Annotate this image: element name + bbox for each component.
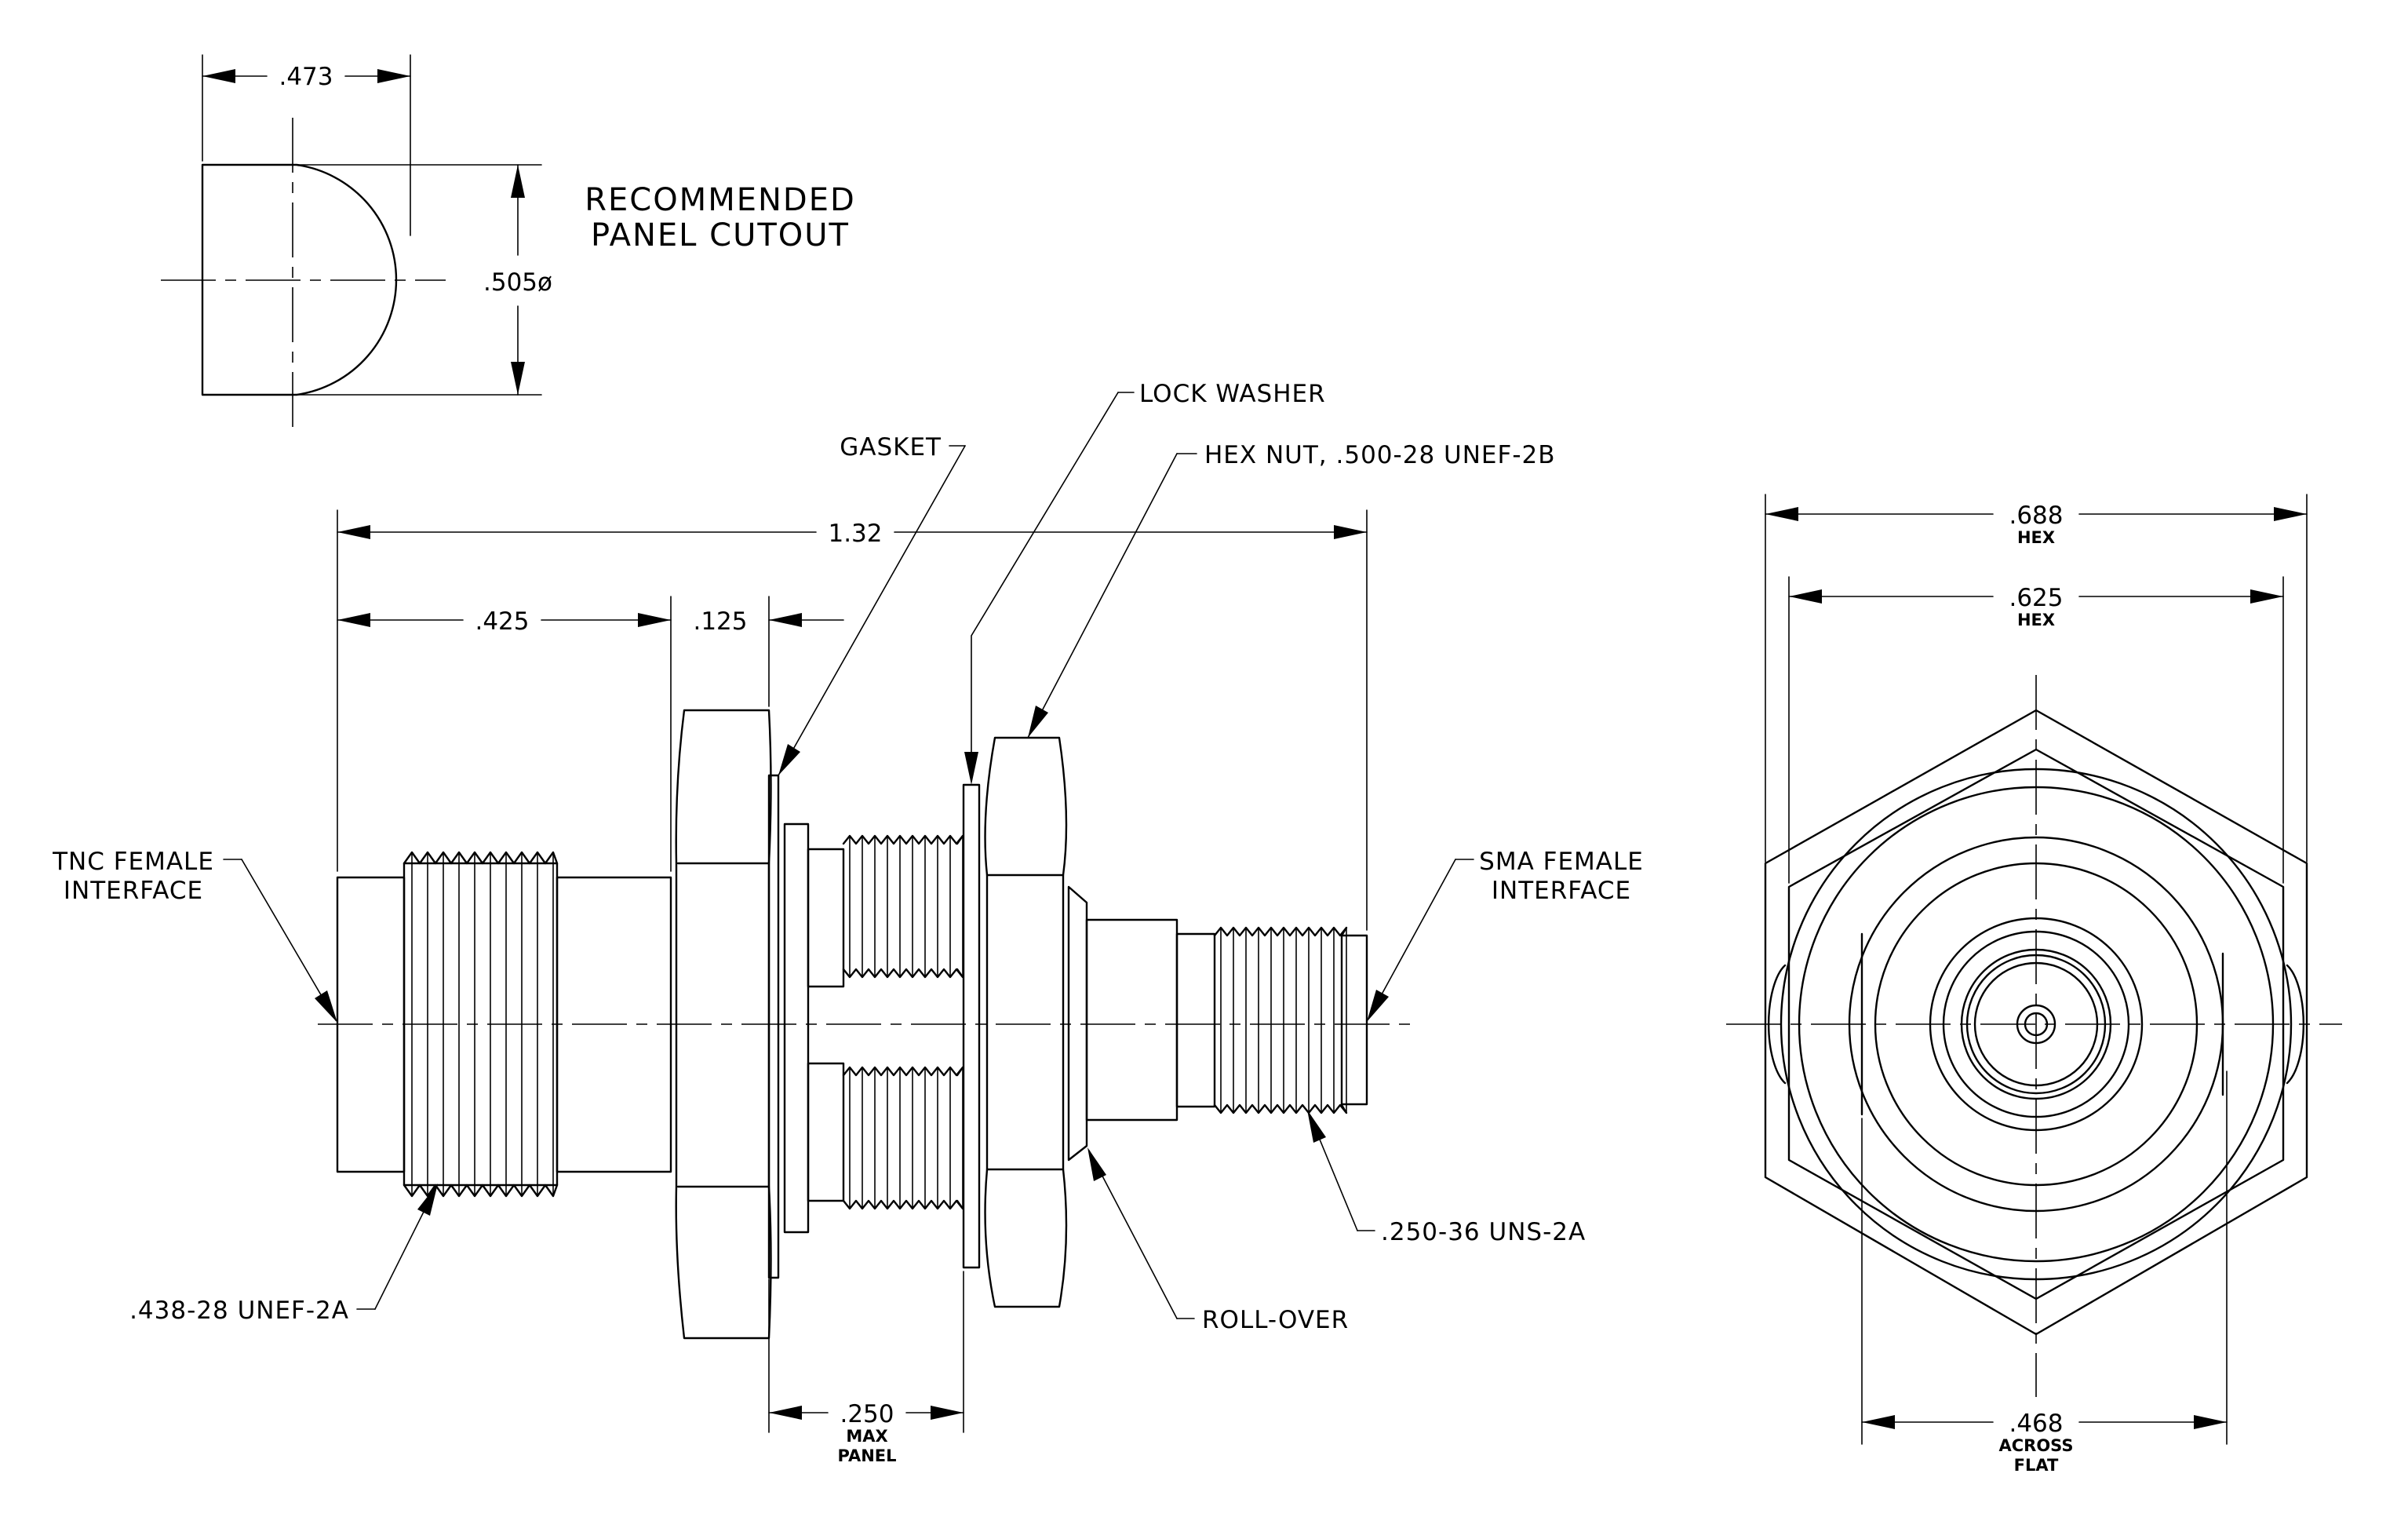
sma-interface-line2: INTERFACE — [1492, 877, 1631, 905]
arrowhead — [1307, 1110, 1326, 1143]
arrowhead — [417, 1184, 438, 1216]
roll-over — [1067, 885, 1088, 1162]
arrowhead — [315, 990, 337, 1023]
arrowhead — [638, 613, 671, 627]
thread-crest — [403, 1184, 559, 1198]
outer-hex — [1764, 709, 2308, 1336]
tnc-threads — [403, 851, 559, 1198]
cutout-title-line1: RECOMMENDED — [585, 182, 856, 218]
thread-crest — [842, 1199, 964, 1210]
arrowhead — [769, 1406, 802, 1420]
arrowhead — [1028, 706, 1048, 738]
max-panel-sub1: MAX — [846, 1427, 887, 1446]
cutout-outline — [201, 163, 398, 396]
lock-washer — [962, 783, 981, 1269]
dielectric-outer-circle — [1960, 948, 2112, 1100]
arrowhead — [931, 1406, 964, 1420]
arrowhead — [337, 613, 370, 627]
roll-over-leader — [1088, 1150, 1178, 1319]
arrowhead — [511, 165, 525, 198]
pin-inner-circle — [2024, 1012, 2049, 1037]
across-flat-sub1: ACROSS — [1999, 1436, 2074, 1455]
arrowhead — [2274, 507, 2307, 521]
cutout-width-dim: .473 — [279, 63, 333, 91]
arrowhead — [1087, 1147, 1106, 1181]
arrowhead — [1862, 1415, 1895, 1429]
hex-688-dim: .688 — [2009, 502, 2063, 530]
sma-leader — [1368, 859, 1456, 1019]
bulkhead-shoulder — [783, 823, 810, 1234]
tnc-rear-body — [556, 876, 672, 1173]
tnc-thread-label: .438-28 UNEF-2A — [129, 1297, 349, 1325]
hex-nut-leader — [1027, 453, 1178, 739]
end-view: .688 HEX .625 HEX .468 ACROSS FLAT — [1726, 494, 2342, 1475]
arrowhead — [1367, 990, 1389, 1022]
arrowhead — [1765, 507, 1798, 521]
washer-inner-circle — [1798, 786, 2275, 1263]
arrowhead — [377, 69, 410, 83]
thread-crest — [403, 851, 559, 865]
hex-side-arc-left — [1767, 964, 1787, 1085]
bulkhead-lower-step — [807, 1062, 845, 1202]
arrowhead — [1789, 589, 1822, 604]
arrowhead — [2250, 589, 2283, 604]
pin-outer-circle — [2016, 1004, 2056, 1045]
sma-body — [1085, 918, 1178, 1122]
arrowhead — [769, 613, 802, 627]
across-flat-dim: .468 — [2009, 1410, 2063, 1438]
hex-width-dim: .125 — [693, 607, 747, 636]
gasket — [767, 774, 780, 1279]
arrowhead — [964, 752, 978, 785]
sma-body-circle — [1874, 862, 2199, 1187]
tnc-interface-line2: INTERFACE — [64, 877, 203, 905]
dielectric-inner-circle — [1965, 954, 2107, 1095]
sma-face-circle — [1942, 930, 2130, 1118]
hex-nut — [984, 736, 1068, 1308]
hex-nut-label: HEX NUT, .500-28 UNEF-2B — [1204, 441, 1556, 469]
arrowhead — [2194, 1415, 2227, 1429]
sma-thread-label: .250-36 UNS-2A — [1381, 1218, 1586, 1246]
panel-cutout-view: .473 .505ø RECOMMENDED PANEL CUTOUT — [161, 54, 856, 428]
hex-625-dim: .625 — [2009, 584, 2063, 612]
arrowhead — [202, 69, 235, 83]
overall-length-dim: 1.32 — [828, 520, 882, 548]
sma-threads — [1213, 926, 1348, 1114]
thread-crest — [1213, 1103, 1348, 1114]
gasket-leader — [778, 445, 966, 776]
inner-hex — [1787, 748, 2285, 1300]
thread-crest — [842, 968, 964, 979]
panel-threads — [842, 834, 964, 1210]
thread-crest — [842, 834, 964, 845]
across-flat-sub2: FLAT — [2014, 1456, 2059, 1475]
sma-step — [1175, 932, 1216, 1108]
hex-side-arc-right — [2286, 964, 2305, 1085]
tnc-interface-line1: TNC FEMALE — [52, 848, 214, 876]
thread-crest — [1213, 926, 1348, 937]
side-view: 1.32 .425 .125 .250 MAX PANEL GASKET LOC… — [52, 380, 1644, 1465]
arrowhead — [511, 362, 525, 395]
arrowhead — [337, 525, 370, 539]
washer-outer-circle — [1780, 768, 2293, 1281]
tnc-length-dim: .425 — [475, 607, 529, 636]
sma-interface-line1: SMA FEMALE — [1479, 848, 1644, 876]
hex-625-sub: HEX — [2017, 611, 2055, 629]
max-panel-sub2: PANEL — [837, 1446, 896, 1465]
dielectric-core-circle — [1973, 961, 2099, 1087]
cutout-title-line2: PANEL CUTOUT — [591, 217, 850, 254]
sma-thread-circle — [1929, 917, 2144, 1132]
thread-crest — [842, 1066, 964, 1077]
roll-over-label: ROLL-OVER — [1202, 1306, 1349, 1334]
sma-face — [1340, 934, 1368, 1106]
bulkhead-upper-step — [807, 848, 845, 988]
hex-688-sub: HEX — [2017, 528, 2055, 547]
tnc-leader — [241, 859, 337, 1021]
lock-washer-label: LOCK WASHER — [1139, 380, 1326, 408]
lock-washer-leader — [971, 392, 1119, 778]
max-panel-dim: .250 — [840, 1400, 894, 1428]
gasket-label: GASKET — [840, 433, 942, 461]
cutout-dia-dim: .505ø — [483, 268, 552, 297]
arrowhead — [1334, 525, 1367, 539]
arrowhead — [778, 744, 800, 775]
